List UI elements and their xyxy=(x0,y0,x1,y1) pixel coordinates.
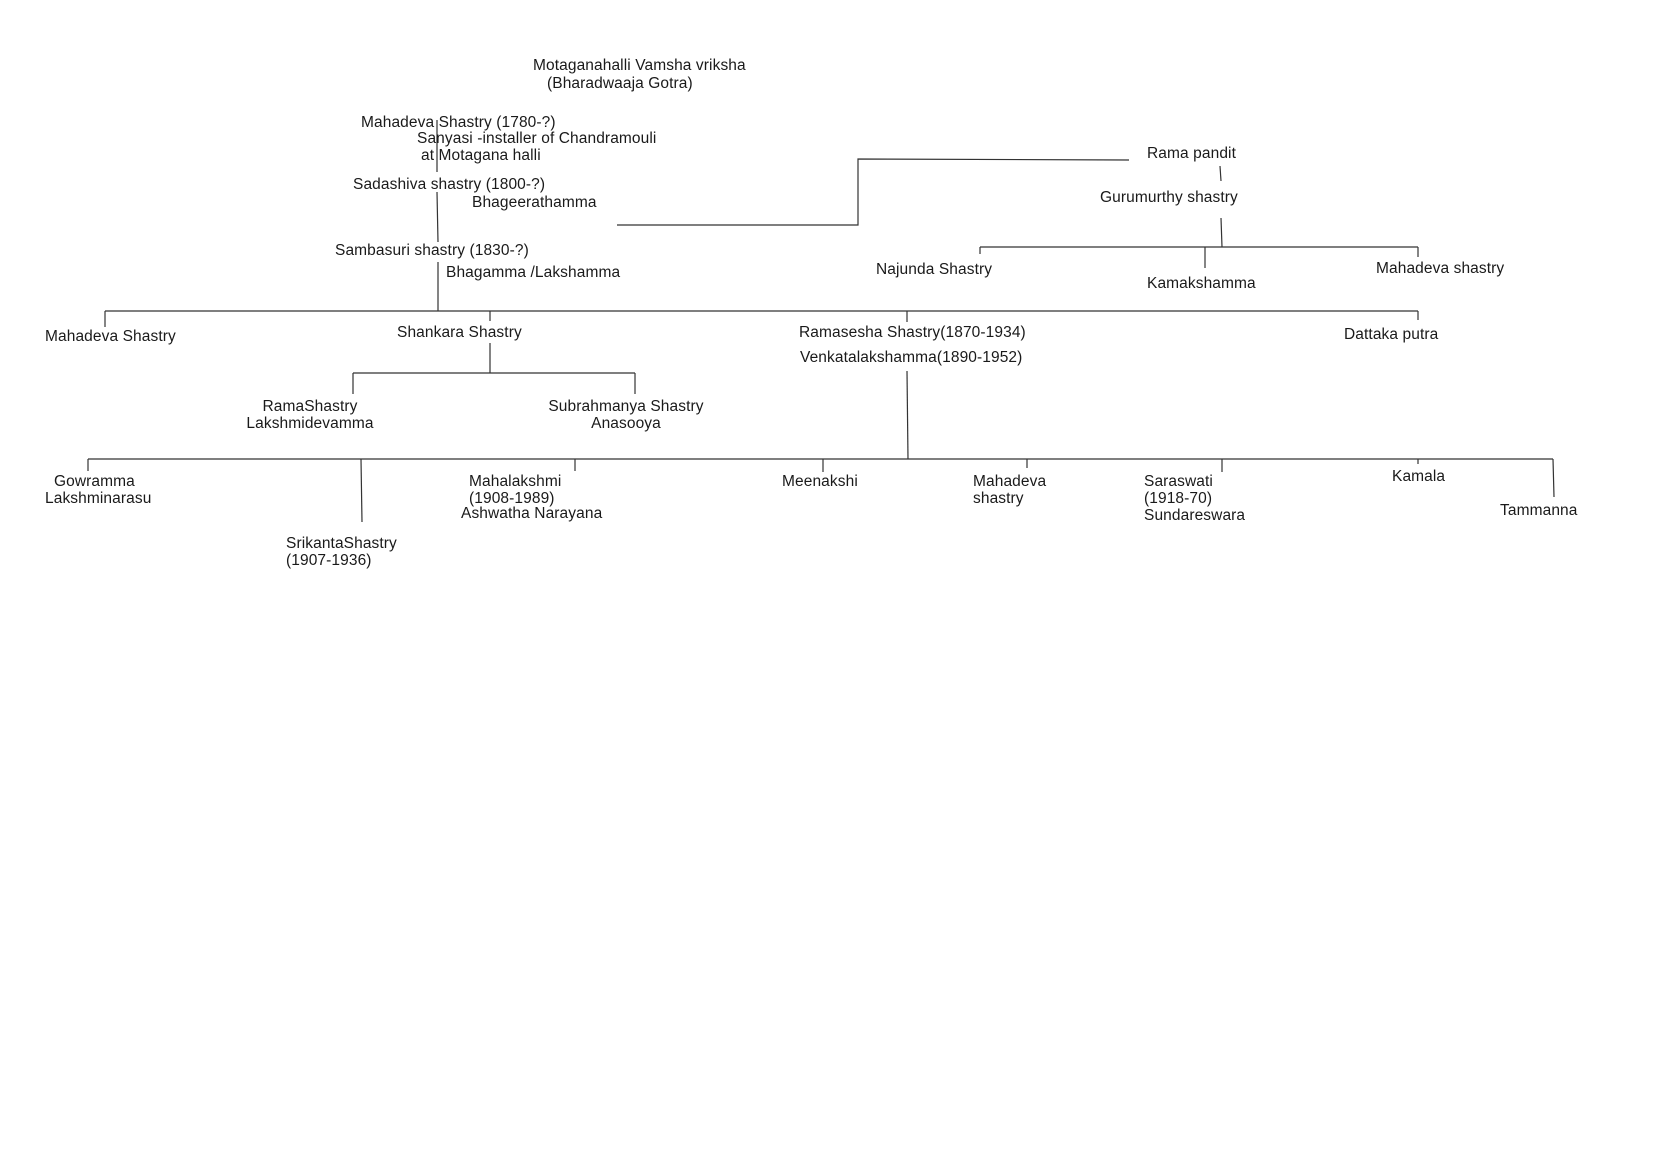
mahadeva-gen5-line2: shastry xyxy=(973,490,1024,507)
rama-shastry-spouse: Lakshmidevamma xyxy=(246,415,374,432)
gen3-spouse: Bhagamma /Lakshamma xyxy=(446,264,621,281)
tammanna: Tammanna xyxy=(1500,502,1578,519)
gen4-ramasesha-spouse: Venkatalakshamma(1890-1952) xyxy=(800,349,1023,366)
ramasesha-drop xyxy=(906,370,909,460)
trunk-gen2-gen3 xyxy=(436,191,439,243)
tree-title: Motaganahalli Vamsha vriksha xyxy=(533,57,746,74)
kamakshamma: Kamakshamma xyxy=(1147,275,1256,292)
gen2-spouse: Bhageerathamma xyxy=(472,194,597,211)
gen4-ramasesha-shastry: Ramasesha Shastry(1870-1934) xyxy=(799,324,1026,341)
srikanta-years: (1907-1936) xyxy=(286,552,372,569)
subrahmanya-spouse: Anasooya xyxy=(591,415,661,432)
subrahmanya-shastry: Subrahmanya Shastry xyxy=(548,398,704,415)
mahalakshmi-years: (1908-1989) xyxy=(469,490,555,507)
rama-pandit-to-gurumurthy xyxy=(1219,165,1222,182)
maternal-link-line xyxy=(617,158,1130,226)
najunda-shastry: Najunda Shastry xyxy=(876,261,993,278)
kamala: Kamala xyxy=(1392,468,1446,485)
gowramma-spouse: Lakshminarasu xyxy=(45,490,152,507)
gen3-name: Sambasuri shastry (1830-?) xyxy=(335,242,529,259)
gen4-dattaka-putra: Dattaka putra xyxy=(1344,326,1439,343)
drop-srikanta xyxy=(360,458,363,523)
gurumurthy-shastry: Gurumurthy shastry xyxy=(1100,189,1238,206)
gen1-name: Mahadeva Shastry (1780-?) xyxy=(361,114,556,131)
mahadeva-gen5-line1: Mahadeva xyxy=(973,473,1047,490)
srikanta-shastry: SrikantaShastry xyxy=(286,535,397,552)
drop-tammanna xyxy=(1552,458,1555,498)
saraswati-spouse: Sundareswara xyxy=(1144,507,1246,524)
gurumurthy-drop xyxy=(1220,217,1223,248)
gen4-shankara-shastry: Shankara Shastry xyxy=(397,324,522,341)
gen2-name: Sadashiva shastry (1800-?) xyxy=(353,176,546,193)
mahalakshmi: Mahalakshmi xyxy=(469,473,562,490)
mahalakshmi-spouse: Ashwatha Narayana xyxy=(461,505,603,522)
gowramma: Gowramma xyxy=(54,473,135,490)
gen1-note-1: Sanyasi -installer of Chandramouli xyxy=(417,130,657,147)
mahadeva-shastry-maternal: Mahadeva shastry xyxy=(1376,260,1505,277)
rama-shastry: RamaShastry xyxy=(262,398,358,415)
saraswati: Saraswati xyxy=(1144,473,1213,490)
saraswati-years: (1918-70) xyxy=(1144,490,1213,507)
tree-subtitle: (Bharadwaaja Gotra) xyxy=(547,75,693,92)
rama-pandit: Rama pandit xyxy=(1147,145,1236,162)
gen4-mahadeva-shastry: Mahadeva Shastry xyxy=(45,328,176,345)
meenakshi: Meenakshi xyxy=(782,473,858,490)
gen1-note-2: at Motagana halli xyxy=(421,147,541,164)
